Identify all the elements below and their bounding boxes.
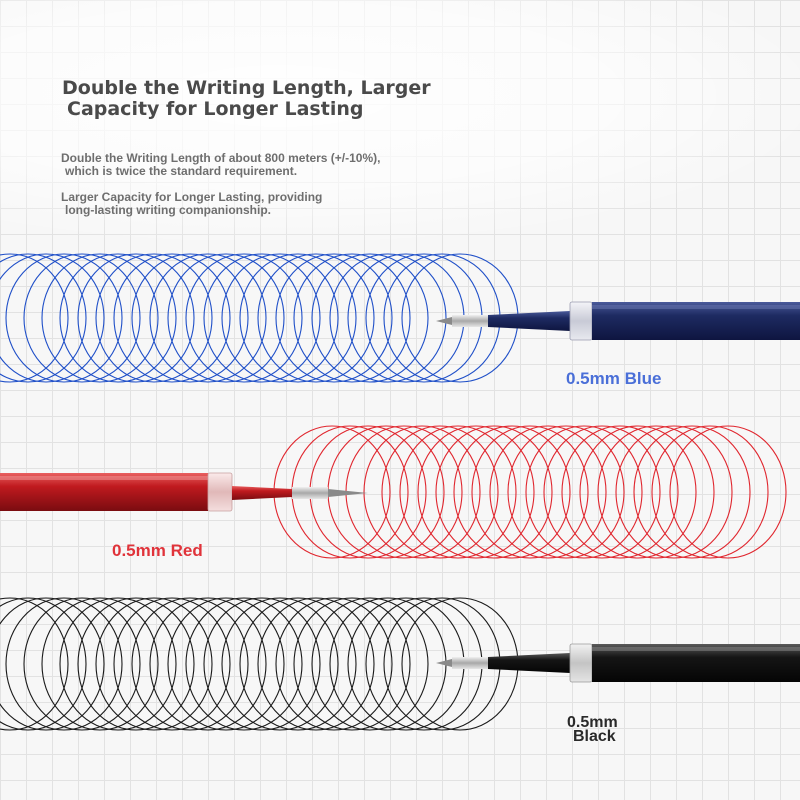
red-refill bbox=[0, 472, 368, 512]
red-ink-spiral bbox=[273, 425, 787, 559]
black-ink-loop bbox=[5, 597, 123, 731]
blue-ink-loop bbox=[221, 253, 339, 383]
blue-ink-loop bbox=[59, 253, 177, 383]
red-ink-loop bbox=[417, 425, 535, 559]
black-ink-loop bbox=[311, 597, 429, 731]
blue-ink-loop bbox=[185, 253, 303, 383]
red-ink-loop bbox=[633, 425, 751, 559]
blue-ink-loop bbox=[95, 253, 213, 383]
blue-ink-loop bbox=[239, 253, 357, 383]
headline-line-1: Double the Writing Length, Larger bbox=[62, 77, 431, 99]
black-ink-loop bbox=[167, 597, 285, 731]
description-1-line-2: which is twice the standard requirement. bbox=[65, 164, 298, 178]
blue-ink-loop bbox=[113, 253, 231, 383]
black-ink-loop bbox=[95, 597, 213, 731]
black-ink-loop bbox=[77, 597, 195, 731]
black-ink-loop bbox=[149, 597, 267, 731]
red-ink-loop bbox=[435, 425, 553, 559]
red-ink-loop bbox=[471, 425, 589, 559]
description-capacity: Larger Capacity for Longer Lasting, prov… bbox=[61, 191, 322, 217]
blue-ink-loop bbox=[149, 253, 267, 383]
black-ink-loop bbox=[293, 597, 411, 731]
blue-refill-label: 0.5mm Blue bbox=[566, 369, 662, 388]
blue-ink-loop bbox=[203, 253, 321, 383]
red-ink-loop bbox=[507, 425, 625, 559]
black-ink-loop bbox=[221, 597, 339, 731]
black-ink-loop bbox=[203, 597, 321, 731]
blue-ink-loop bbox=[23, 253, 141, 383]
black-ink-loop bbox=[113, 597, 231, 731]
description-writing-length: Double the Writing Length of about 800 m… bbox=[61, 152, 380, 178]
red-ink-loop bbox=[525, 425, 643, 559]
black-refill bbox=[436, 643, 800, 683]
red-refill-label: 0.5mm Red bbox=[112, 541, 203, 560]
black-ink-loop bbox=[41, 597, 159, 731]
red-ink-loop bbox=[615, 425, 733, 559]
black-ink-loop bbox=[257, 597, 375, 731]
blue-ink-loop bbox=[0, 253, 87, 383]
headline: Double the Writing Length, Larger Capaci… bbox=[62, 78, 431, 120]
black-ink-loop bbox=[0, 597, 87, 731]
red-ink-loop bbox=[669, 425, 787, 559]
blue-ink-loop bbox=[329, 253, 447, 383]
red-ink-loop bbox=[651, 425, 769, 559]
blue-refill bbox=[436, 301, 800, 341]
text-backdrop bbox=[0, 0, 800, 240]
blue-ink-loop bbox=[5, 253, 123, 383]
blue-ink-loop bbox=[0, 253, 105, 383]
red-ink-loop bbox=[579, 425, 697, 559]
blue-ink-loop bbox=[257, 253, 375, 383]
description-2-line-2: long-lasting writing companionship. bbox=[65, 203, 271, 217]
red-ink-loop bbox=[363, 425, 481, 559]
blue-refill-body bbox=[436, 301, 800, 341]
black-refill-label-line-1: 0.5mm bbox=[567, 714, 618, 731]
blue-ink-loop bbox=[131, 253, 249, 383]
black-ink-loop bbox=[275, 597, 393, 731]
black-ink-loop bbox=[131, 597, 249, 731]
red-ink-loop bbox=[399, 425, 517, 559]
red-refill-body bbox=[0, 472, 368, 512]
description-2-line-1: Larger Capacity for Longer Lasting, prov… bbox=[61, 190, 323, 204]
blue-ink-loop bbox=[275, 253, 393, 383]
black-ink-loop bbox=[0, 597, 69, 731]
blue-ink-loop bbox=[167, 253, 285, 383]
red-ink-loop bbox=[543, 425, 661, 559]
black-refill-body bbox=[436, 643, 800, 683]
red-ink-loop bbox=[489, 425, 607, 559]
blue-ink-loop bbox=[41, 253, 159, 383]
blue-ink-loop bbox=[293, 253, 411, 383]
headline-line-2: Capacity for Longer Lasting bbox=[67, 98, 364, 120]
black-ink-loop bbox=[239, 597, 357, 731]
red-ink-loop bbox=[597, 425, 715, 559]
black-ink-loop bbox=[59, 597, 177, 731]
black-ink-loop bbox=[329, 597, 447, 731]
red-ink-loop bbox=[453, 425, 571, 559]
black-refill-label: 0.5mm Black bbox=[567, 714, 618, 745]
blue-ink-loop bbox=[77, 253, 195, 383]
blue-ink-loop bbox=[311, 253, 429, 383]
black-ink-loop bbox=[0, 597, 105, 731]
black-refill-label-line-2: Black bbox=[573, 728, 616, 745]
black-ink-loop bbox=[23, 597, 141, 731]
red-ink-loop bbox=[381, 425, 499, 559]
black-ink-loop bbox=[185, 597, 303, 731]
blue-ink-loop bbox=[0, 253, 69, 383]
red-ink-loop bbox=[561, 425, 679, 559]
description-1-line-1: Double the Writing Length of about 800 m… bbox=[61, 151, 381, 165]
